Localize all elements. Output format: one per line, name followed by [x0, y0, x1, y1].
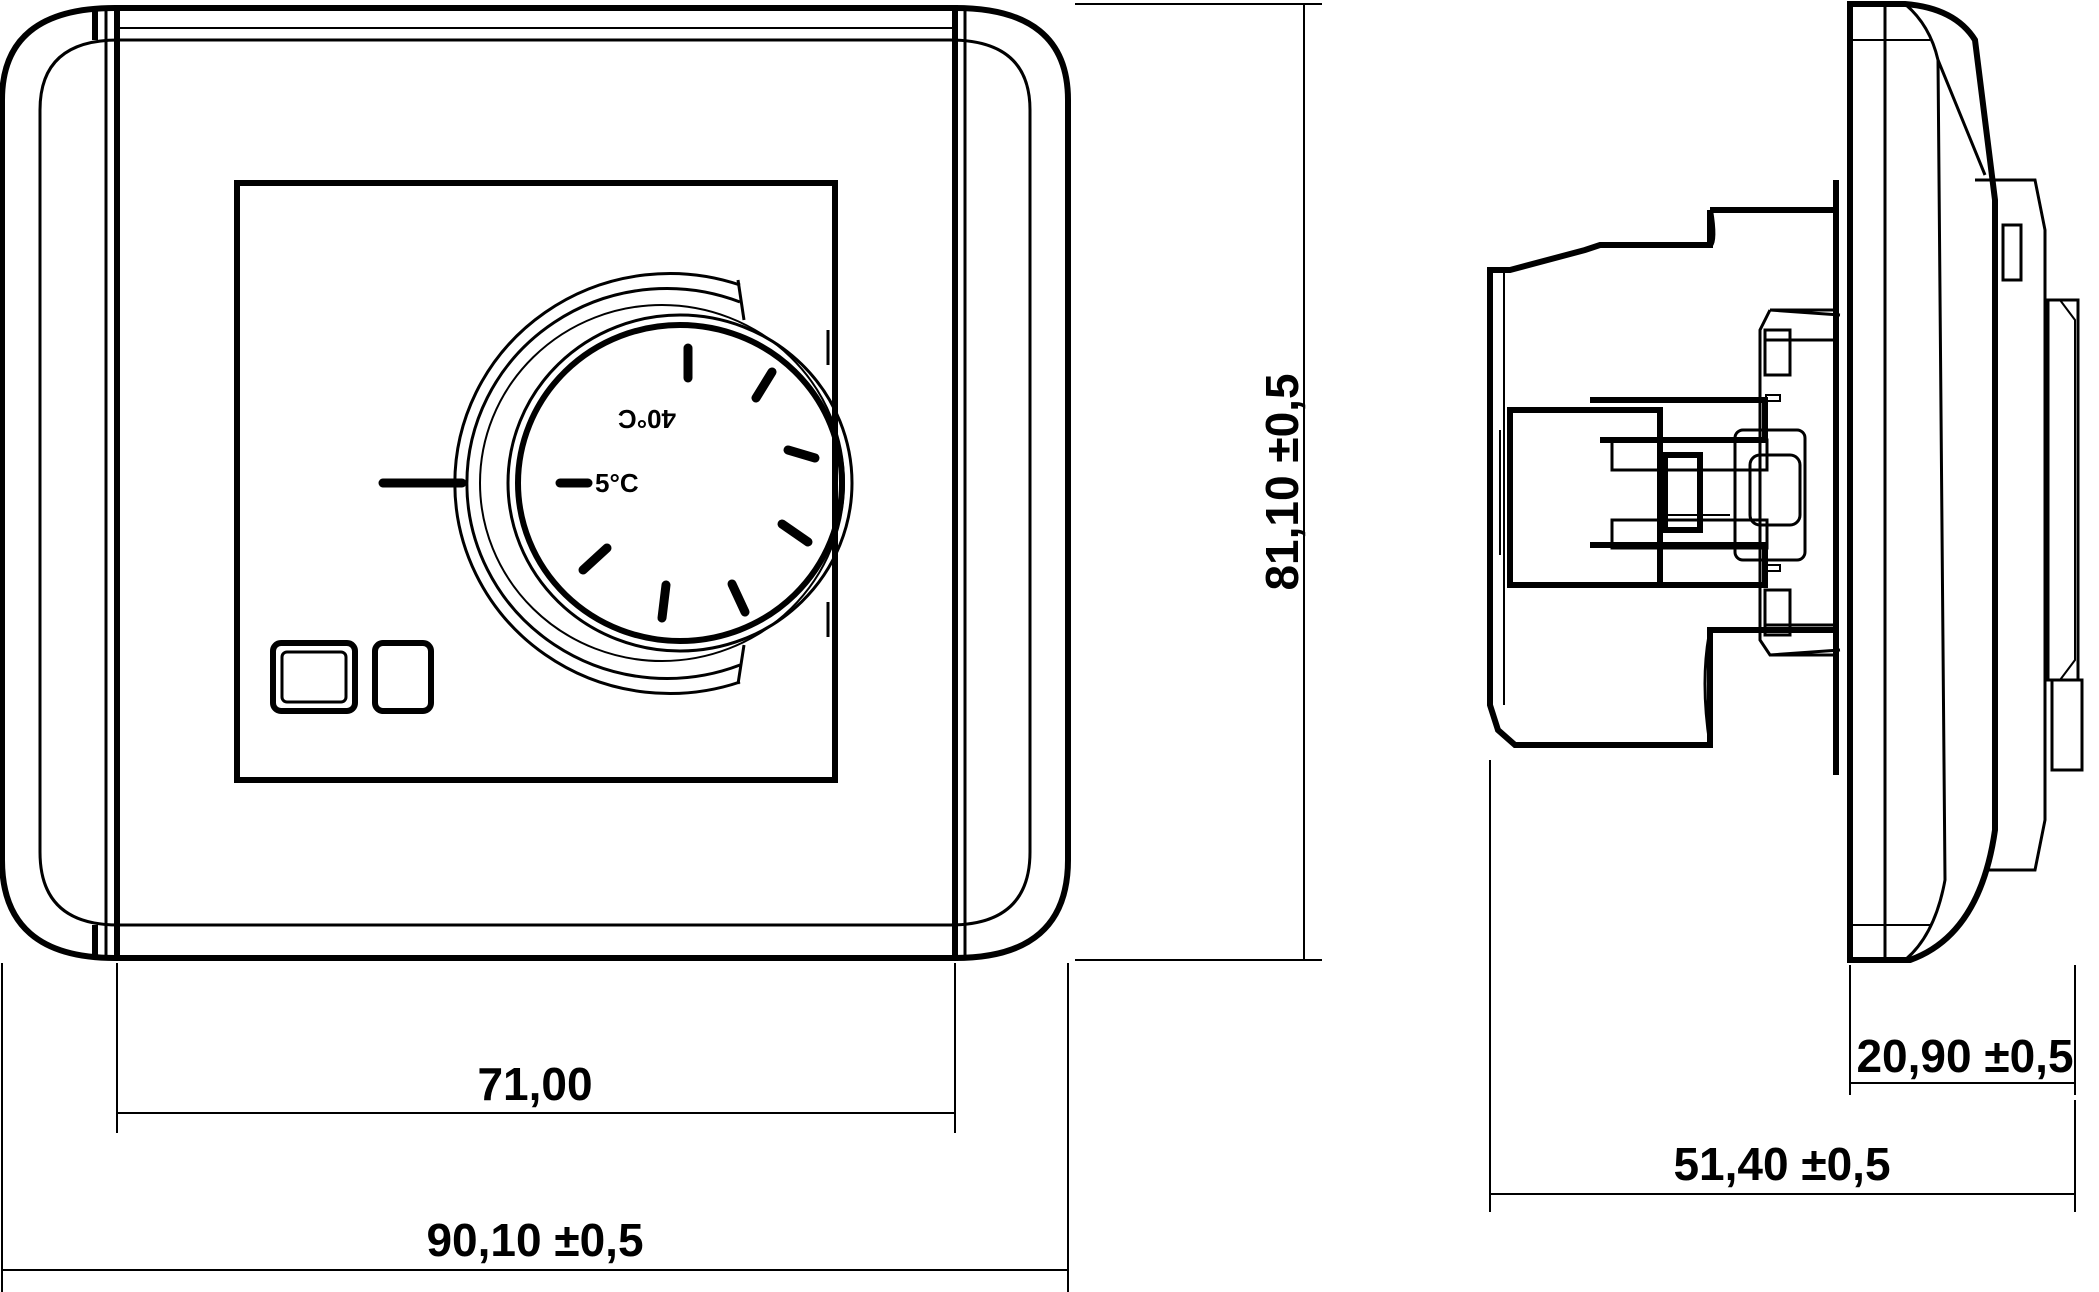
- dimension-lines-front: [1, 3, 1322, 1292]
- side-view: 20,90 ±0,5 51,40 ±0,5: [1487, 1, 2084, 1212]
- dial-tick: [783, 445, 820, 463]
- outer-frame: [0, 5, 1071, 961]
- dial-tick: [727, 579, 750, 617]
- button-left[interactable]: [270, 640, 358, 714]
- inner-width-label: 71,00: [477, 1058, 592, 1110]
- dial-tick: [578, 543, 612, 575]
- center-plate: [114, 5, 958, 961]
- dial-tick: [751, 367, 777, 403]
- outer-width-label: 90,10 ±0,5: [426, 1214, 643, 1266]
- dial-tick: [777, 519, 813, 547]
- button-right[interactable]: [372, 640, 434, 714]
- front-view: 5°C 40°C 71,00 90,10 ±0,5 81,10 ±0,5: [0, 3, 1322, 1292]
- front-depth-label: 20,90 ±0,5: [1856, 1030, 2073, 1082]
- terminal-assembly: [1507, 308, 1841, 657]
- temperature-dial[interactable]: 5°C 40°C: [453, 272, 854, 695]
- dial-min-label: 5°C: [595, 468, 639, 498]
- dial-max-label: 40°C: [618, 404, 676, 434]
- inner-frame: [38, 38, 1032, 927]
- thermostat-module: [234, 180, 838, 783]
- dial-tick: [657, 580, 671, 623]
- height-label: 81,10 ±0,5: [1256, 373, 1308, 590]
- side-front-plate[interactable]: [1847, 1, 1998, 963]
- total-depth-label: 51,40 ±0,5: [1673, 1138, 1890, 1190]
- dimension-lines-side: [1489, 760, 2076, 1212]
